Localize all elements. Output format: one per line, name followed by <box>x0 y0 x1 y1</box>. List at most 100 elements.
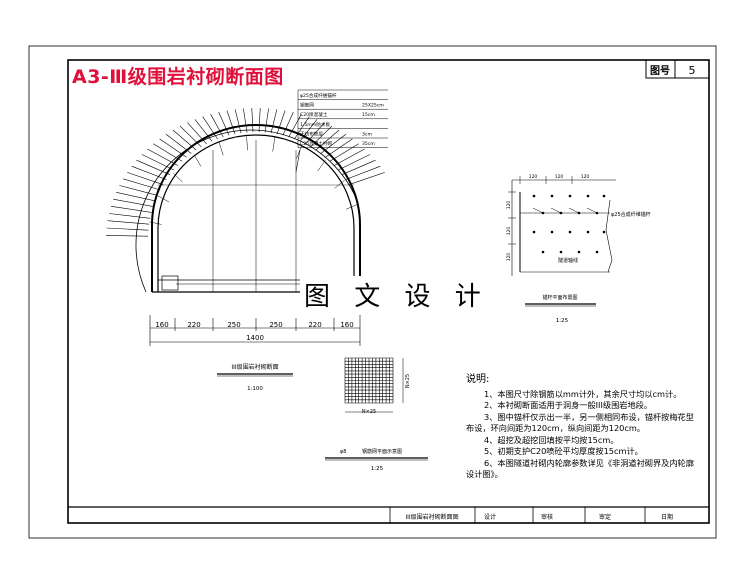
layer-table-value: 3cm <box>362 131 372 137</box>
bolt-point <box>550 230 554 234</box>
hatch-line <box>345 165 381 180</box>
hatch-line <box>299 119 318 142</box>
radial-bolt <box>193 154 202 167</box>
bolt-point <box>602 194 606 198</box>
bolt-dim-side: 120 <box>506 227 512 236</box>
mesh-dim-vertical: N×25 <box>405 374 411 388</box>
note-item: 2、本衬砌断面适用于洞身一般III级围岩地段。 <box>484 400 653 410</box>
hatch-line <box>305 122 325 145</box>
radial-bolt <box>173 173 183 183</box>
bolt-dim-side: 120 <box>506 201 512 210</box>
hatch-line <box>119 185 158 196</box>
hatch-line <box>226 110 236 135</box>
dim-seg-3: 250 <box>227 321 240 329</box>
hatch-line <box>348 172 385 185</box>
layer-table-label: φ25合成纤维锚杆 <box>300 92 337 99</box>
title-block-review: 审核 <box>541 513 553 521</box>
note-item: 5、初期支护C20喷砼平均厚度按15cm计。 <box>484 446 643 456</box>
bolt-axis-label: 隧道轴线 <box>558 257 578 264</box>
tunnel-cross-section <box>106 108 385 293</box>
hatch-line <box>270 109 278 134</box>
title-block-date: 日期 <box>661 513 673 521</box>
bolt-point <box>541 250 545 254</box>
lining-outer <box>151 124 361 292</box>
drawing-title: A3-Ⅲ级围岩衬砌断面图 <box>72 66 284 88</box>
note-item: 1、本图尺寸除钢筋以mm计外，其余尺寸均以cm计。 <box>484 388 682 399</box>
mesh-caption-name: 钢筋网平面示意图 <box>362 448 402 455</box>
bolt-dim-top: 120 <box>529 174 538 180</box>
outer-border <box>28 45 717 539</box>
hatch-line <box>310 125 333 148</box>
bolt-label: φ25合成纤维锚杆 <box>611 211 651 218</box>
layer-table-label: 钢筋网 <box>300 102 314 109</box>
hatch-line <box>258 108 261 133</box>
bolt-point <box>586 230 590 234</box>
bolt-caption-scale: 1:25 <box>556 318 569 324</box>
layer-table-value: 25X25cm <box>362 103 384 109</box>
layer-table-label: C25混凝土衬砌 <box>300 140 332 147</box>
layer-table-value: 35cm <box>362 141 375 147</box>
hatch-line <box>341 159 376 175</box>
hatch-line <box>131 165 167 180</box>
section-caption-name: III级围岩衬砌断面 <box>231 363 278 371</box>
hatch-line <box>113 198 154 207</box>
layer-table-label: 1.5mm防水板 <box>300 121 330 128</box>
notes-heading: 说明: <box>466 374 490 385</box>
hatch-line <box>202 116 218 140</box>
rock-hatching <box>106 108 385 237</box>
layer-table-value: 15cm <box>362 112 375 118</box>
radial-bolt <box>317 160 326 172</box>
title-block-design: 设计 <box>484 513 496 521</box>
bolt-point <box>602 230 606 234</box>
hatch-line <box>106 235 149 237</box>
dim-seg-5: 220 <box>308 321 321 329</box>
note-item: 6、本图隧道衬砌内轮廓参数详见《非洞道衬砌界及内轮廓设计图》。 <box>466 457 694 480</box>
note-item: 3、图中锚杆仅示出一半，另一侧相同布设，锚杆按梅花型布设，环向间距为120cm，… <box>466 411 694 434</box>
bolt-caption-name: 锚杆平面布置图 <box>542 294 577 301</box>
hatch-line <box>107 220 150 225</box>
bolt-point <box>586 194 590 198</box>
hatch-line <box>338 154 371 171</box>
rebar-mesh-plan: N×25 N×25 φ8 钢筋网平面示意图 1:25 <box>325 357 428 472</box>
hatch-line <box>234 109 242 134</box>
layer-table-label: 无纺布垫层 <box>300 130 323 137</box>
hatch-line <box>276 110 286 135</box>
bolt-point <box>550 194 554 198</box>
radial-bolt <box>246 136 248 151</box>
sheet-label: 图号 <box>650 65 670 77</box>
dim-seg-4: 250 <box>269 321 282 329</box>
bolt-point <box>559 250 563 254</box>
note-item: 4、超挖及超挖回填按平均按15cm。 <box>484 434 619 445</box>
excavation-line <box>135 129 357 293</box>
sheet-number: 5 <box>689 64 696 77</box>
hatch-line <box>210 114 224 138</box>
mesh-caption-scale: 1:25 <box>371 466 384 472</box>
title-block-drawing-name: III级围岩衬砌断面图 <box>405 513 458 521</box>
title-block-approve: 审定 <box>599 513 611 521</box>
radial-bolt <box>272 137 276 152</box>
bolt-point <box>532 194 536 198</box>
inner-border <box>67 59 710 524</box>
sheet-number-box: 图号 5 <box>645 59 710 79</box>
hatch-line <box>110 206 152 213</box>
section-caption-scale: 1:100 <box>247 386 263 392</box>
hatch-line <box>106 227 149 231</box>
dim-seg-1: 160 <box>155 321 168 329</box>
lining-inner <box>157 134 355 292</box>
title-block: III级围岩衬砌断面图 设计 审核 审定 日期 <box>68 506 709 523</box>
mesh-caption-prefix: φ8 <box>340 449 346 455</box>
layer-table-label: C20喷混凝土 <box>300 111 328 118</box>
hatch-line <box>172 129 197 151</box>
bolt-point <box>577 250 581 254</box>
section-dimension-chain: 160 220 250 250 220 160 1400 <box>149 315 361 346</box>
bolt-dim-top: 120 <box>581 174 590 180</box>
hatch-line <box>243 108 248 133</box>
design-notes: 说明: 1、本图尺寸除钢筋以mm计外，其余尺寸均以cm计。 2、本衬砌断面适用于… <box>466 374 702 481</box>
radial-bolt <box>157 195 170 203</box>
hatch-line <box>127 172 164 185</box>
radial-bolt <box>334 180 345 189</box>
leader-line <box>295 149 301 173</box>
hatch-line <box>187 122 207 145</box>
